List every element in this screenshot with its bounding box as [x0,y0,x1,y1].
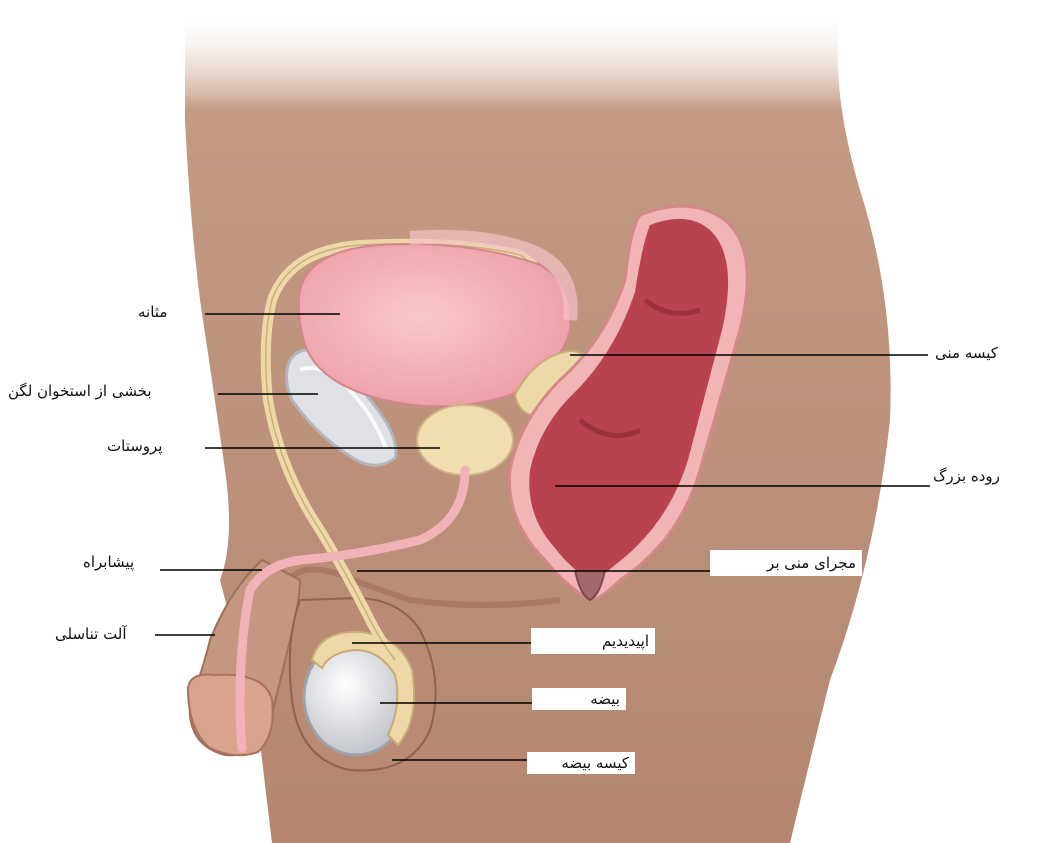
label-prostate: پروستات [107,437,162,455]
glans [188,675,273,756]
prostate-shape [417,405,513,475]
label-pelvic-bone: بخشی از استخوان لگن [8,382,152,400]
label-epididymis: اپیدیدیم [531,628,655,654]
label-testis: بیضه [532,688,626,710]
label-vas-deferens: مجرای منی بر [710,550,862,576]
label-urethra: پیشابراه [83,553,134,571]
label-seminal-vesicle: کیسه منی [935,344,998,362]
label-penis: آلت تناسلی [55,625,127,643]
label-bladder: مثانه [138,303,167,321]
label-large-intestine: روده بزرگ [933,467,1000,485]
label-scrotum: کیسه بیضه [527,752,635,774]
